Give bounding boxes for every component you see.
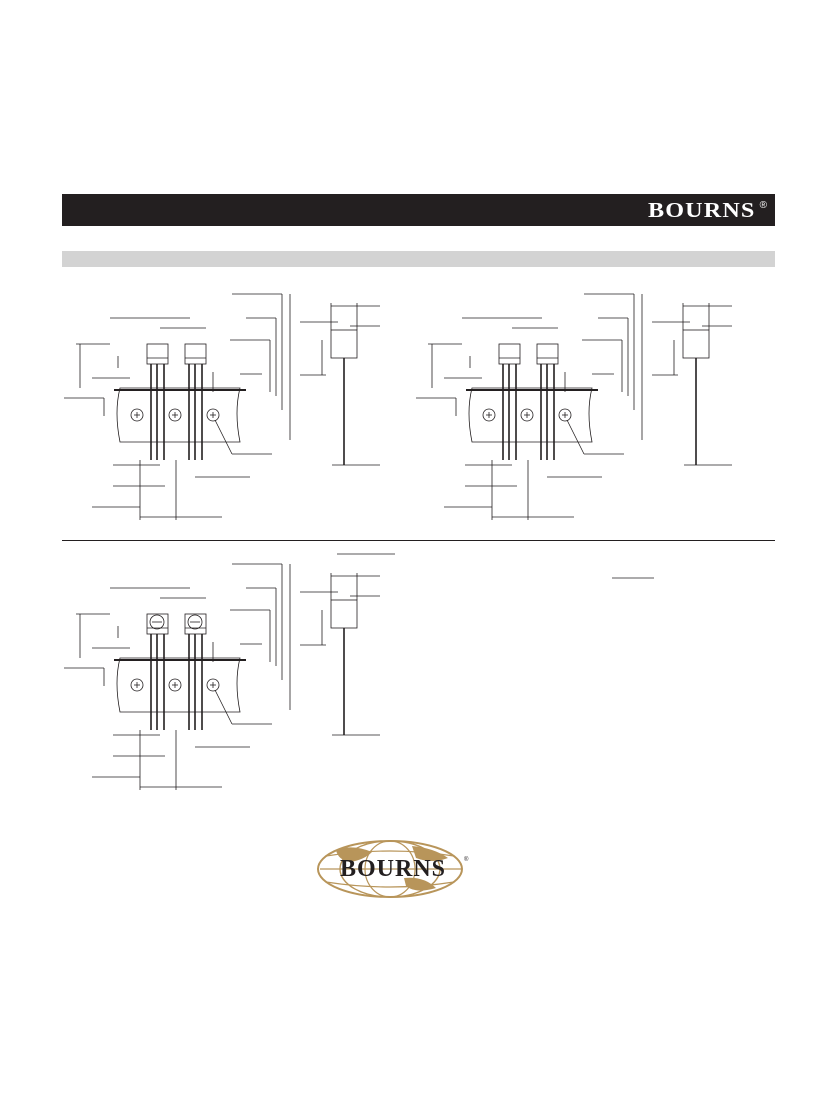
drawing-top-right [415, 293, 733, 521]
globe-icon [317, 840, 463, 898]
header-bar: BOURNS ® [62, 194, 775, 226]
drawing-bottom-left [63, 563, 381, 791]
header-registered-mark: ® [759, 200, 767, 211]
section-divider [62, 540, 775, 541]
drawing-top-left [63, 293, 381, 521]
header-logo: BOURNS ® [648, 198, 767, 222]
footer-brand-text: BOURNS [340, 856, 447, 882]
rotor-details [149, 553, 654, 630]
subheader-bar [62, 251, 775, 267]
footer-registered-mark: ® [464, 857, 469, 863]
footer-logo: BOURNS ® [312, 838, 472, 900]
header-brand-text: BOURNS [648, 197, 756, 222]
